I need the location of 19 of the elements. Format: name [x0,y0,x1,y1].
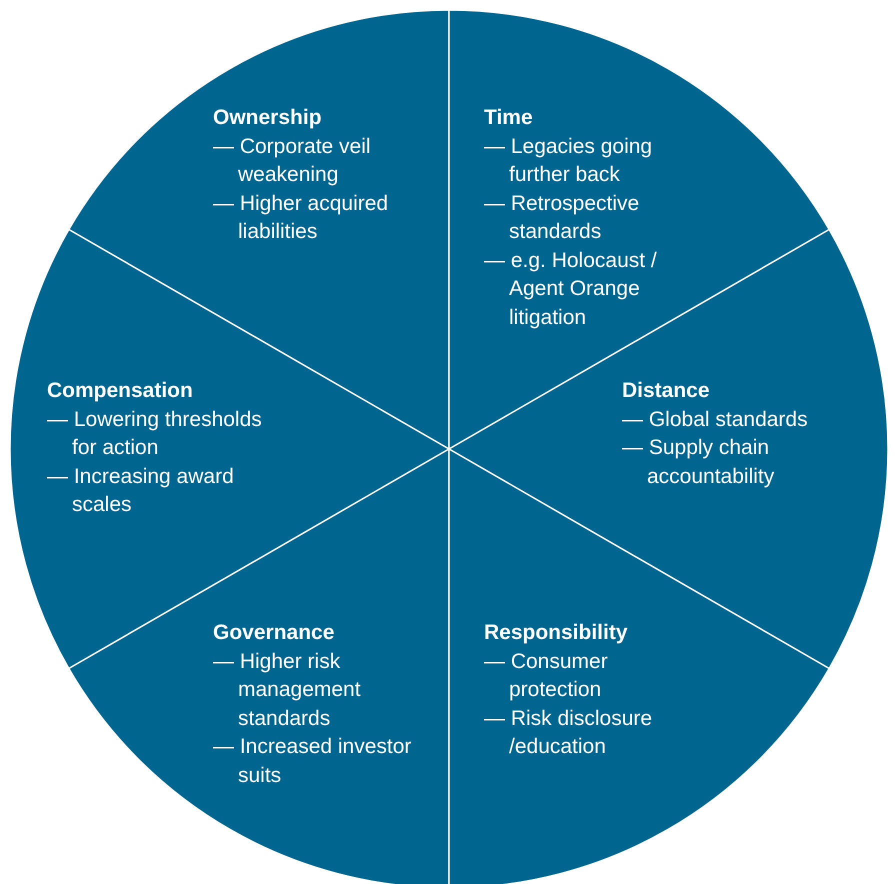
sector-heading: Governance [213,620,336,646]
sector-heading: Compensation [47,378,194,404]
bullet-text: — Legacies going further back [484,134,654,188]
bullet-text: — Higher acquired liabilities [213,190,390,245]
bullet-text: — Global standards [622,406,809,432]
sector-heading: Responsibility [484,620,629,646]
bullet-text: — Increasing award scales [47,464,235,518]
sector-heading: Distance [622,378,711,404]
sector-heading: Ownership [213,105,323,131]
bullet-text: — Risk disclosure /education [484,706,654,760]
bullet-text: — Supply chain accountability [622,435,776,490]
bullet-text: — Higher risk management standards [213,648,362,732]
bullet-text: — Increased investor suits [213,734,412,788]
sector-heading: Time [484,105,534,131]
bullet-text: — e.g. Holocaust / Agent Orange litigation [484,248,658,330]
bullet-text: — Lowering thresholds for action [47,406,263,461]
bullet-text: — Retrospective standards [484,190,640,245]
bullet-text: — Consumer protection [484,648,609,703]
bullet-text: — Corporate veil weakening [213,134,372,188]
